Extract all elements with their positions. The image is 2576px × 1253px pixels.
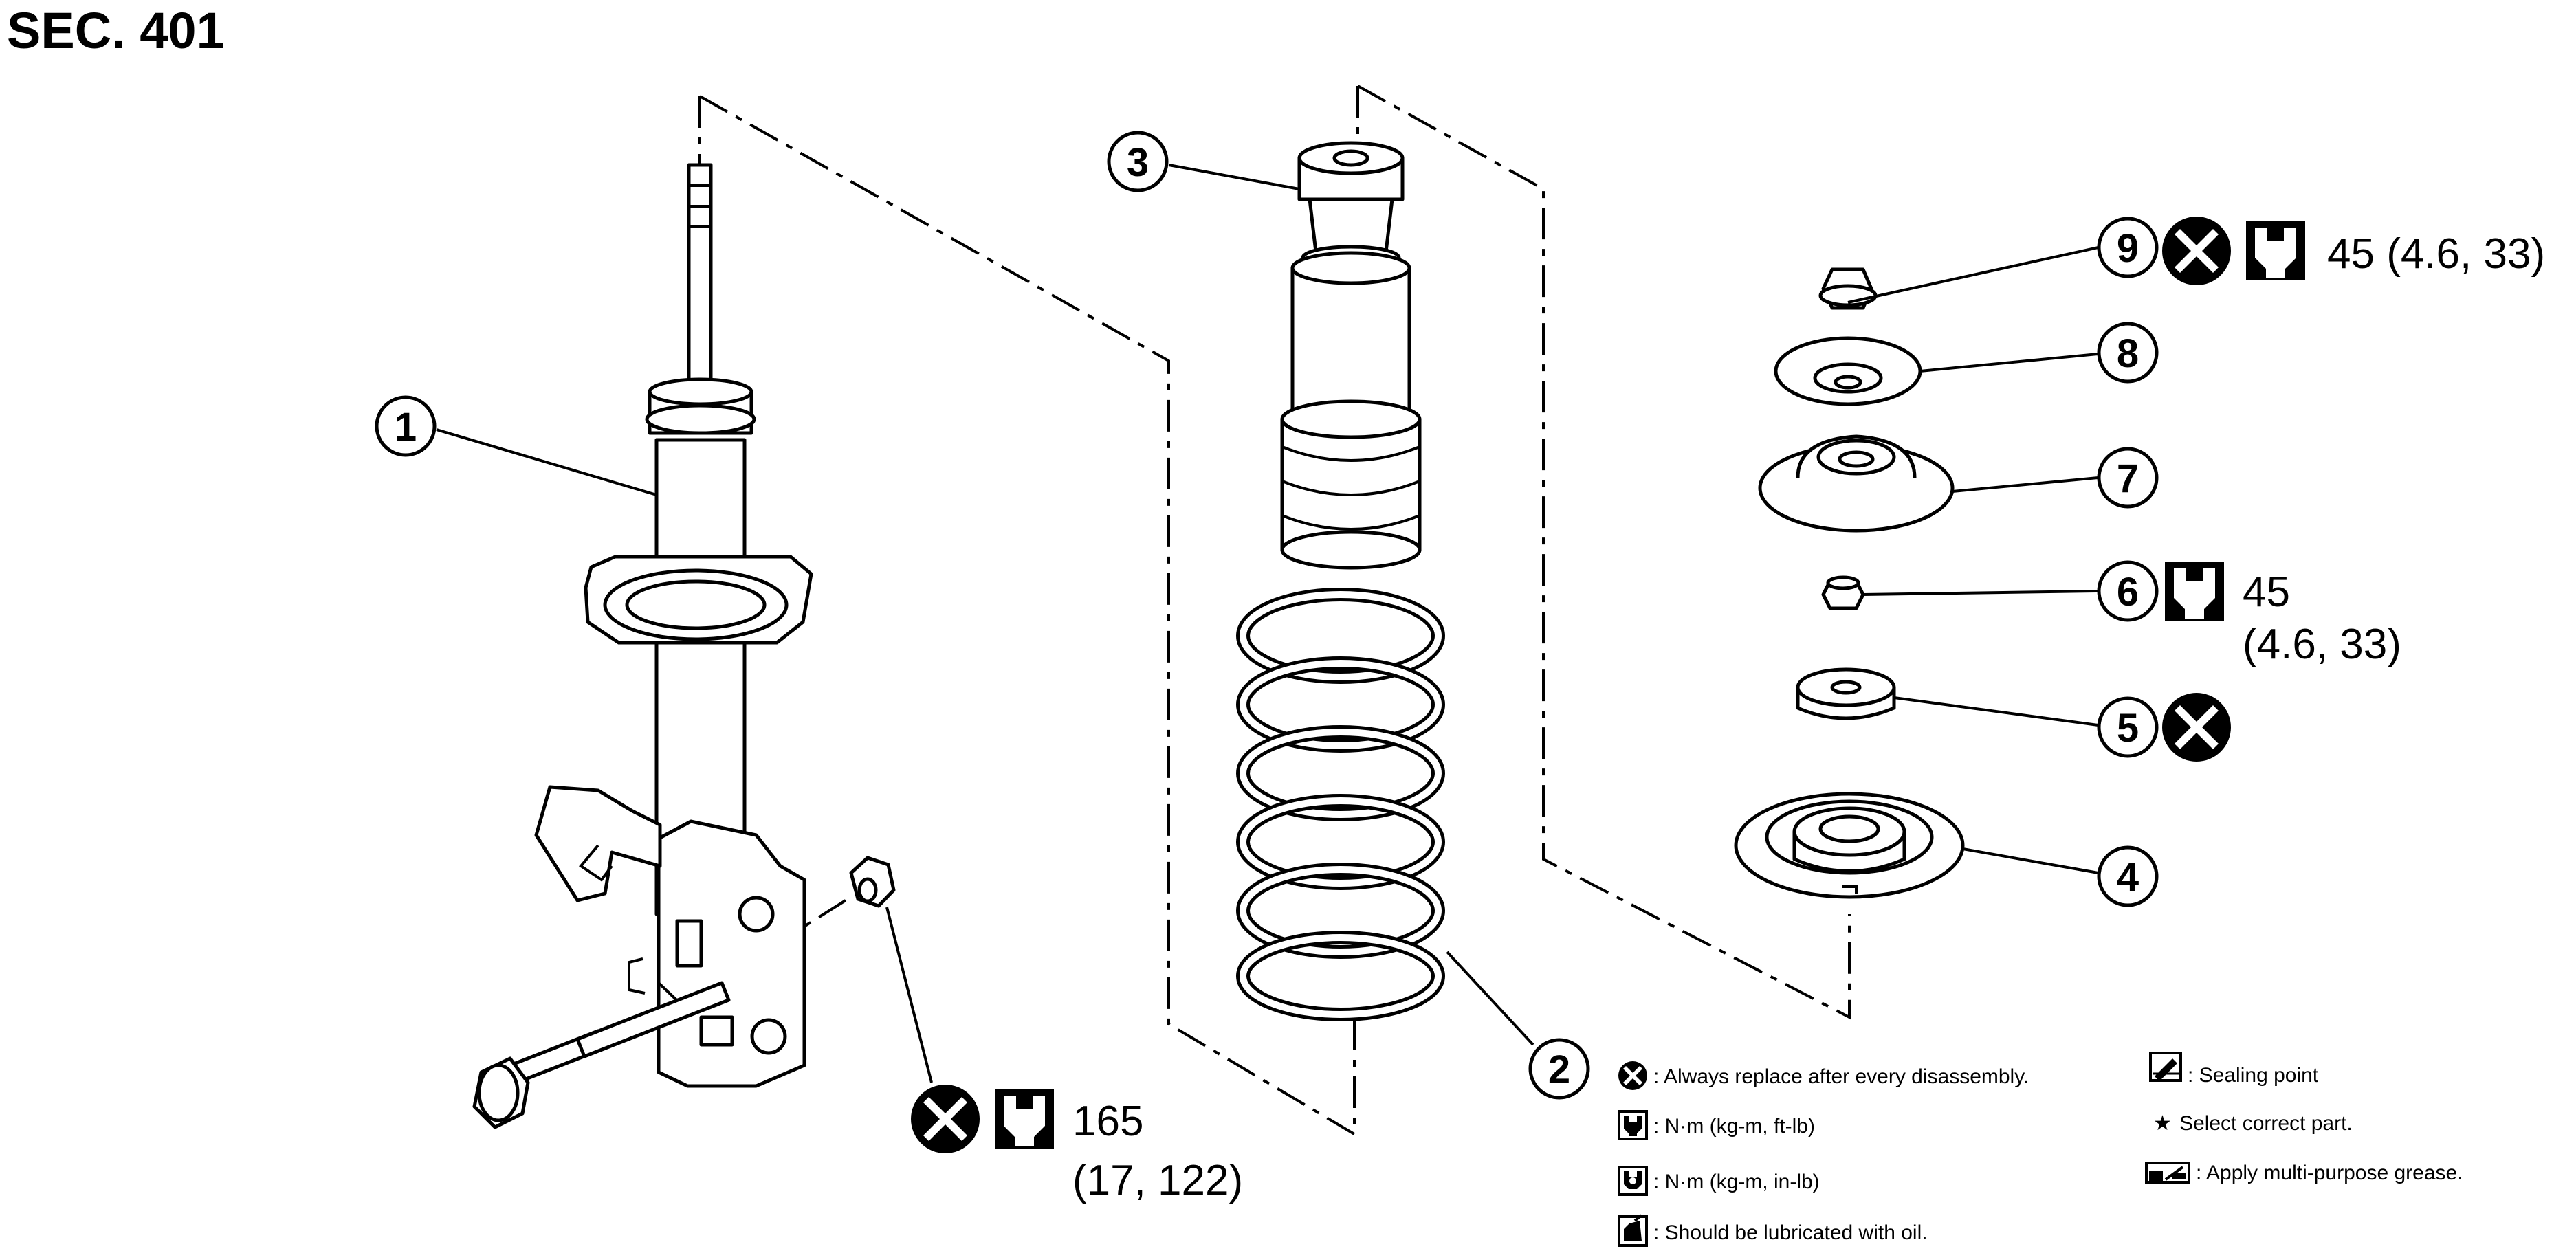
replace-x-icon	[1618, 1061, 1647, 1090]
torque-wrench-icon	[2246, 221, 2305, 280]
replace-x-icon	[2162, 693, 2231, 762]
legend-nm-ftlb: : N·m (kg-m, ft-lb)	[1653, 1115, 1815, 1138]
upper-spring-seat	[1734, 792, 1965, 899]
coil-spring	[1236, 588, 1445, 1021]
callout-3: 3	[1107, 131, 1169, 192]
legend-replace: : Always replace after every disassembly…	[1653, 1065, 2029, 1088]
oil-can-icon	[1618, 1214, 1648, 1247]
legend-nm-inlb: : N·m (kg-m, in-lb)	[1653, 1171, 1820, 1193]
upper-washer	[1774, 336, 1922, 406]
callout-8: 8	[2097, 322, 2159, 384]
svg-text:2: 2	[1548, 1047, 1570, 1092]
legend-select: Select correct part.	[2179, 1112, 2353, 1135]
mounting-nut	[849, 856, 896, 908]
callout-4: 4	[2097, 845, 2159, 907]
star-icon: ★	[2153, 1112, 2172, 1135]
callout-9: 9	[2097, 217, 2159, 278]
svg-text:7: 7	[2117, 456, 2139, 501]
torque-bolt-value: 165	[1072, 1098, 1143, 1145]
torque-wrench-icon	[2165, 562, 2224, 621]
svg-text:6: 6	[2117, 570, 2139, 614]
mounting-bolt	[472, 981, 731, 1129]
torque-wrench-icon	[995, 1089, 1054, 1149]
torque-part6-units: (4.6, 33)	[2243, 621, 2401, 668]
insulator-nut	[1821, 575, 1865, 610]
svg-text:3: 3	[1127, 140, 1149, 185]
torque-wrench-icon	[1618, 1110, 1648, 1140]
replace-x-icon	[2162, 217, 2231, 285]
rebound-stopper	[1796, 667, 1896, 720]
callout-7: 7	[2097, 447, 2159, 509]
torque-bolt-units: (17, 122)	[1072, 1157, 1243, 1204]
grease-icon	[2145, 1162, 2190, 1184]
callout-1: 1	[375, 395, 437, 457]
svg-text:9: 9	[2117, 226, 2139, 271]
section-title: SEC. 401	[7, 2, 225, 59]
torque-wrench-inlb-icon	[1618, 1166, 1648, 1196]
torque-part6-value: 45	[2243, 568, 2290, 616]
strut-assembly	[534, 163, 813, 1088]
svg-text:5: 5	[2117, 706, 2139, 751]
torque-part9: 45 (4.6, 33)	[2327, 230, 2545, 278]
callout-2: 2	[1528, 1038, 1590, 1100]
legend: : Always replace after every disassembly…	[1618, 1052, 2463, 1247]
replace-x-icon	[911, 1085, 980, 1153]
legend-oil: : Should be lubricated with oil.	[1653, 1221, 1928, 1244]
legend-grease: : Apply multi-purpose grease.	[2196, 1162, 2463, 1184]
svg-text:1: 1	[395, 405, 417, 450]
bound-bumper	[1280, 141, 1422, 570]
strut-mounting-insulator	[1758, 434, 1955, 533]
callout-5: 5	[2097, 696, 2159, 758]
svg-text:4: 4	[2117, 855, 2139, 900]
callout-6: 6	[2097, 560, 2159, 622]
sealing-point-icon	[2149, 1052, 2182, 1082]
svg-text:8: 8	[2117, 331, 2139, 376]
legend-sealing: : Sealing point	[2188, 1064, 2319, 1087]
leader-lines	[436, 164, 2099, 1083]
